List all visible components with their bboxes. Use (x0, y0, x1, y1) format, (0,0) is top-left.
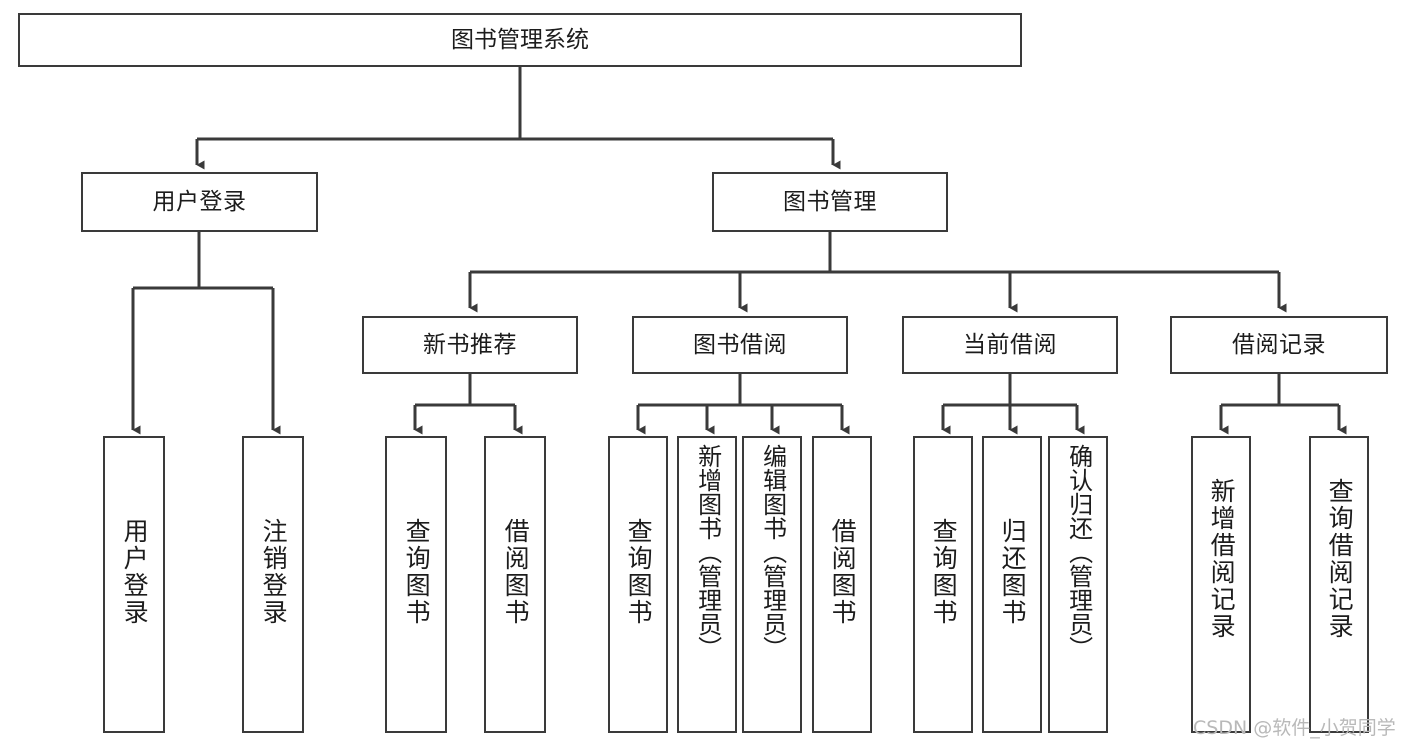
node-leaf-confirm-return[interactable]: 确认归还（管理员） (1048, 436, 1108, 733)
node-leaf-borrow-book-2[interactable]: 借阅图书 (812, 436, 872, 733)
node-leaf-query-book-2[interactable]: 查询图书 (608, 436, 668, 733)
node-leaf-query-book-1-label: 查询图书 (402, 518, 431, 626)
node-leaf-edit-book[interactable]: 编辑图书（管理员） (742, 436, 802, 733)
node-leaf-add-book[interactable]: 新增图书（管理员） (677, 436, 737, 733)
node-root[interactable]: 图书管理系统 (18, 13, 1022, 67)
node-leaf-query-record-label: 查询借阅记录 (1325, 478, 1354, 640)
node-current-borrow[interactable]: 当前借阅 (902, 316, 1118, 374)
node-new-book-recommend-label: 新书推荐 (423, 331, 517, 358)
node-leaf-query-record[interactable]: 查询借阅记录 (1309, 436, 1369, 733)
node-book-borrow-label: 图书借阅 (693, 331, 787, 358)
watermark: CSDN @软件_小贺同学 (1193, 717, 1396, 739)
node-book-manage-label: 图书管理 (783, 188, 877, 215)
node-leaf-edit-book-label: 编辑图书（管理员） (758, 444, 786, 660)
node-book-borrow[interactable]: 图书借阅 (632, 316, 848, 374)
node-leaf-query-book-2-label: 查询图书 (624, 518, 653, 626)
node-leaf-user-logout-label: 注销登录 (259, 518, 288, 626)
node-borrow-record[interactable]: 借阅记录 (1170, 316, 1388, 374)
node-leaf-user-logout[interactable]: 注销登录 (242, 436, 304, 733)
node-borrow-record-label: 借阅记录 (1232, 331, 1326, 358)
node-leaf-borrow-book-2-label: 借阅图书 (828, 518, 857, 626)
node-leaf-add-book-label: 新增图书（管理员） (693, 444, 721, 660)
node-leaf-return-book-label: 归还图书 (998, 518, 1027, 626)
node-user-login[interactable]: 用户登录 (81, 172, 318, 232)
node-book-manage[interactable]: 图书管理 (712, 172, 948, 232)
node-leaf-return-book[interactable]: 归还图书 (982, 436, 1042, 733)
node-current-borrow-label: 当前借阅 (963, 331, 1057, 358)
node-leaf-user-login-label: 用户登录 (120, 518, 149, 626)
node-root-label: 图书管理系统 (451, 26, 589, 53)
node-new-book-recommend[interactable]: 新书推荐 (362, 316, 578, 374)
node-leaf-add-record-label: 新增借阅记录 (1207, 478, 1236, 640)
node-leaf-query-book-3-label: 查询图书 (929, 518, 958, 626)
node-leaf-borrow-book-1-label: 借阅图书 (501, 518, 530, 626)
node-leaf-user-login[interactable]: 用户登录 (103, 436, 165, 733)
node-leaf-query-book-3[interactable]: 查询图书 (913, 436, 973, 733)
node-leaf-borrow-book-1[interactable]: 借阅图书 (484, 436, 546, 733)
node-leaf-confirm-return-label: 确认归还（管理员） (1064, 444, 1092, 660)
node-leaf-add-record[interactable]: 新增借阅记录 (1191, 436, 1251, 733)
node-user-login-label: 用户登录 (152, 188, 247, 215)
node-leaf-query-book-1[interactable]: 查询图书 (385, 436, 447, 733)
